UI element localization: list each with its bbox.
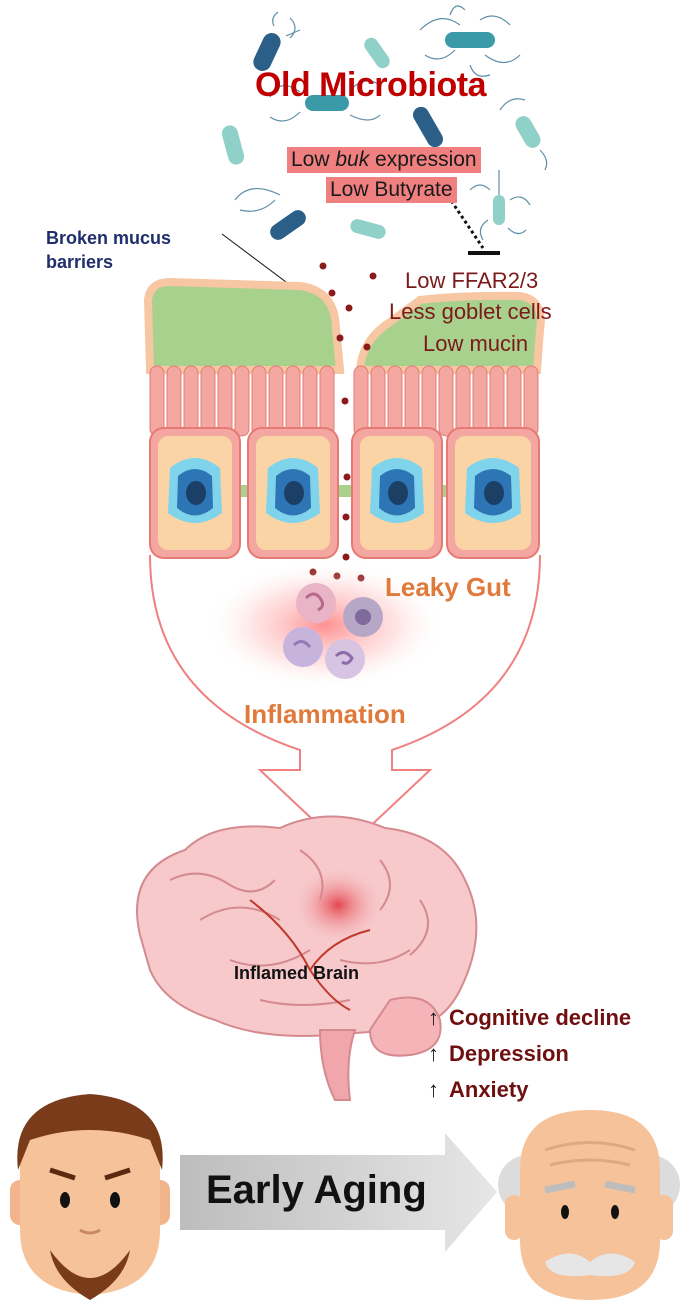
microbiota-title: Old Microbiota	[255, 66, 487, 104]
effect-goblet: Less goblet cells	[389, 299, 552, 324]
inflammation-glow	[205, 560, 445, 690]
old-man-face-icon	[498, 1110, 680, 1300]
brain-icon	[136, 815, 478, 1101]
barrier-label: Broken mucus barriers	[46, 228, 172, 272]
leaking-butyrate-dots	[309, 262, 377, 582]
leaky-gut-label: Leaky Gut	[385, 572, 511, 602]
young-man-face-icon	[10, 1094, 170, 1300]
early-aging-label: Early Aging	[206, 1168, 427, 1212]
epithelial-cells-icon	[149, 427, 540, 559]
effect-mucin: Low mucin	[423, 331, 529, 356]
inflammation-label: Inflammation	[244, 699, 406, 729]
microvilli-icon	[149, 365, 539, 437]
brain-label: Inflamed Brain	[234, 963, 360, 983]
inhibition-arrow-icon	[446, 195, 500, 255]
butyrate-label: Low Butyrate	[326, 177, 457, 203]
outcome-anxiety: ↑Anxiety	[428, 1077, 529, 1102]
outcome-depression: ↑Depression	[428, 1041, 569, 1066]
aging-arrow-icon	[180, 1133, 497, 1252]
effect-ffar: Low FFAR2/3	[405, 268, 539, 293]
mucus-layer-icon	[143, 277, 545, 374]
immune-cells-icon	[283, 583, 383, 679]
buk-expression-label: Low buk expression	[287, 147, 481, 173]
outcome-cognitive: ↑Cognitive decline	[428, 1005, 632, 1030]
bacteria-cluster-icon	[221, 5, 548, 241]
